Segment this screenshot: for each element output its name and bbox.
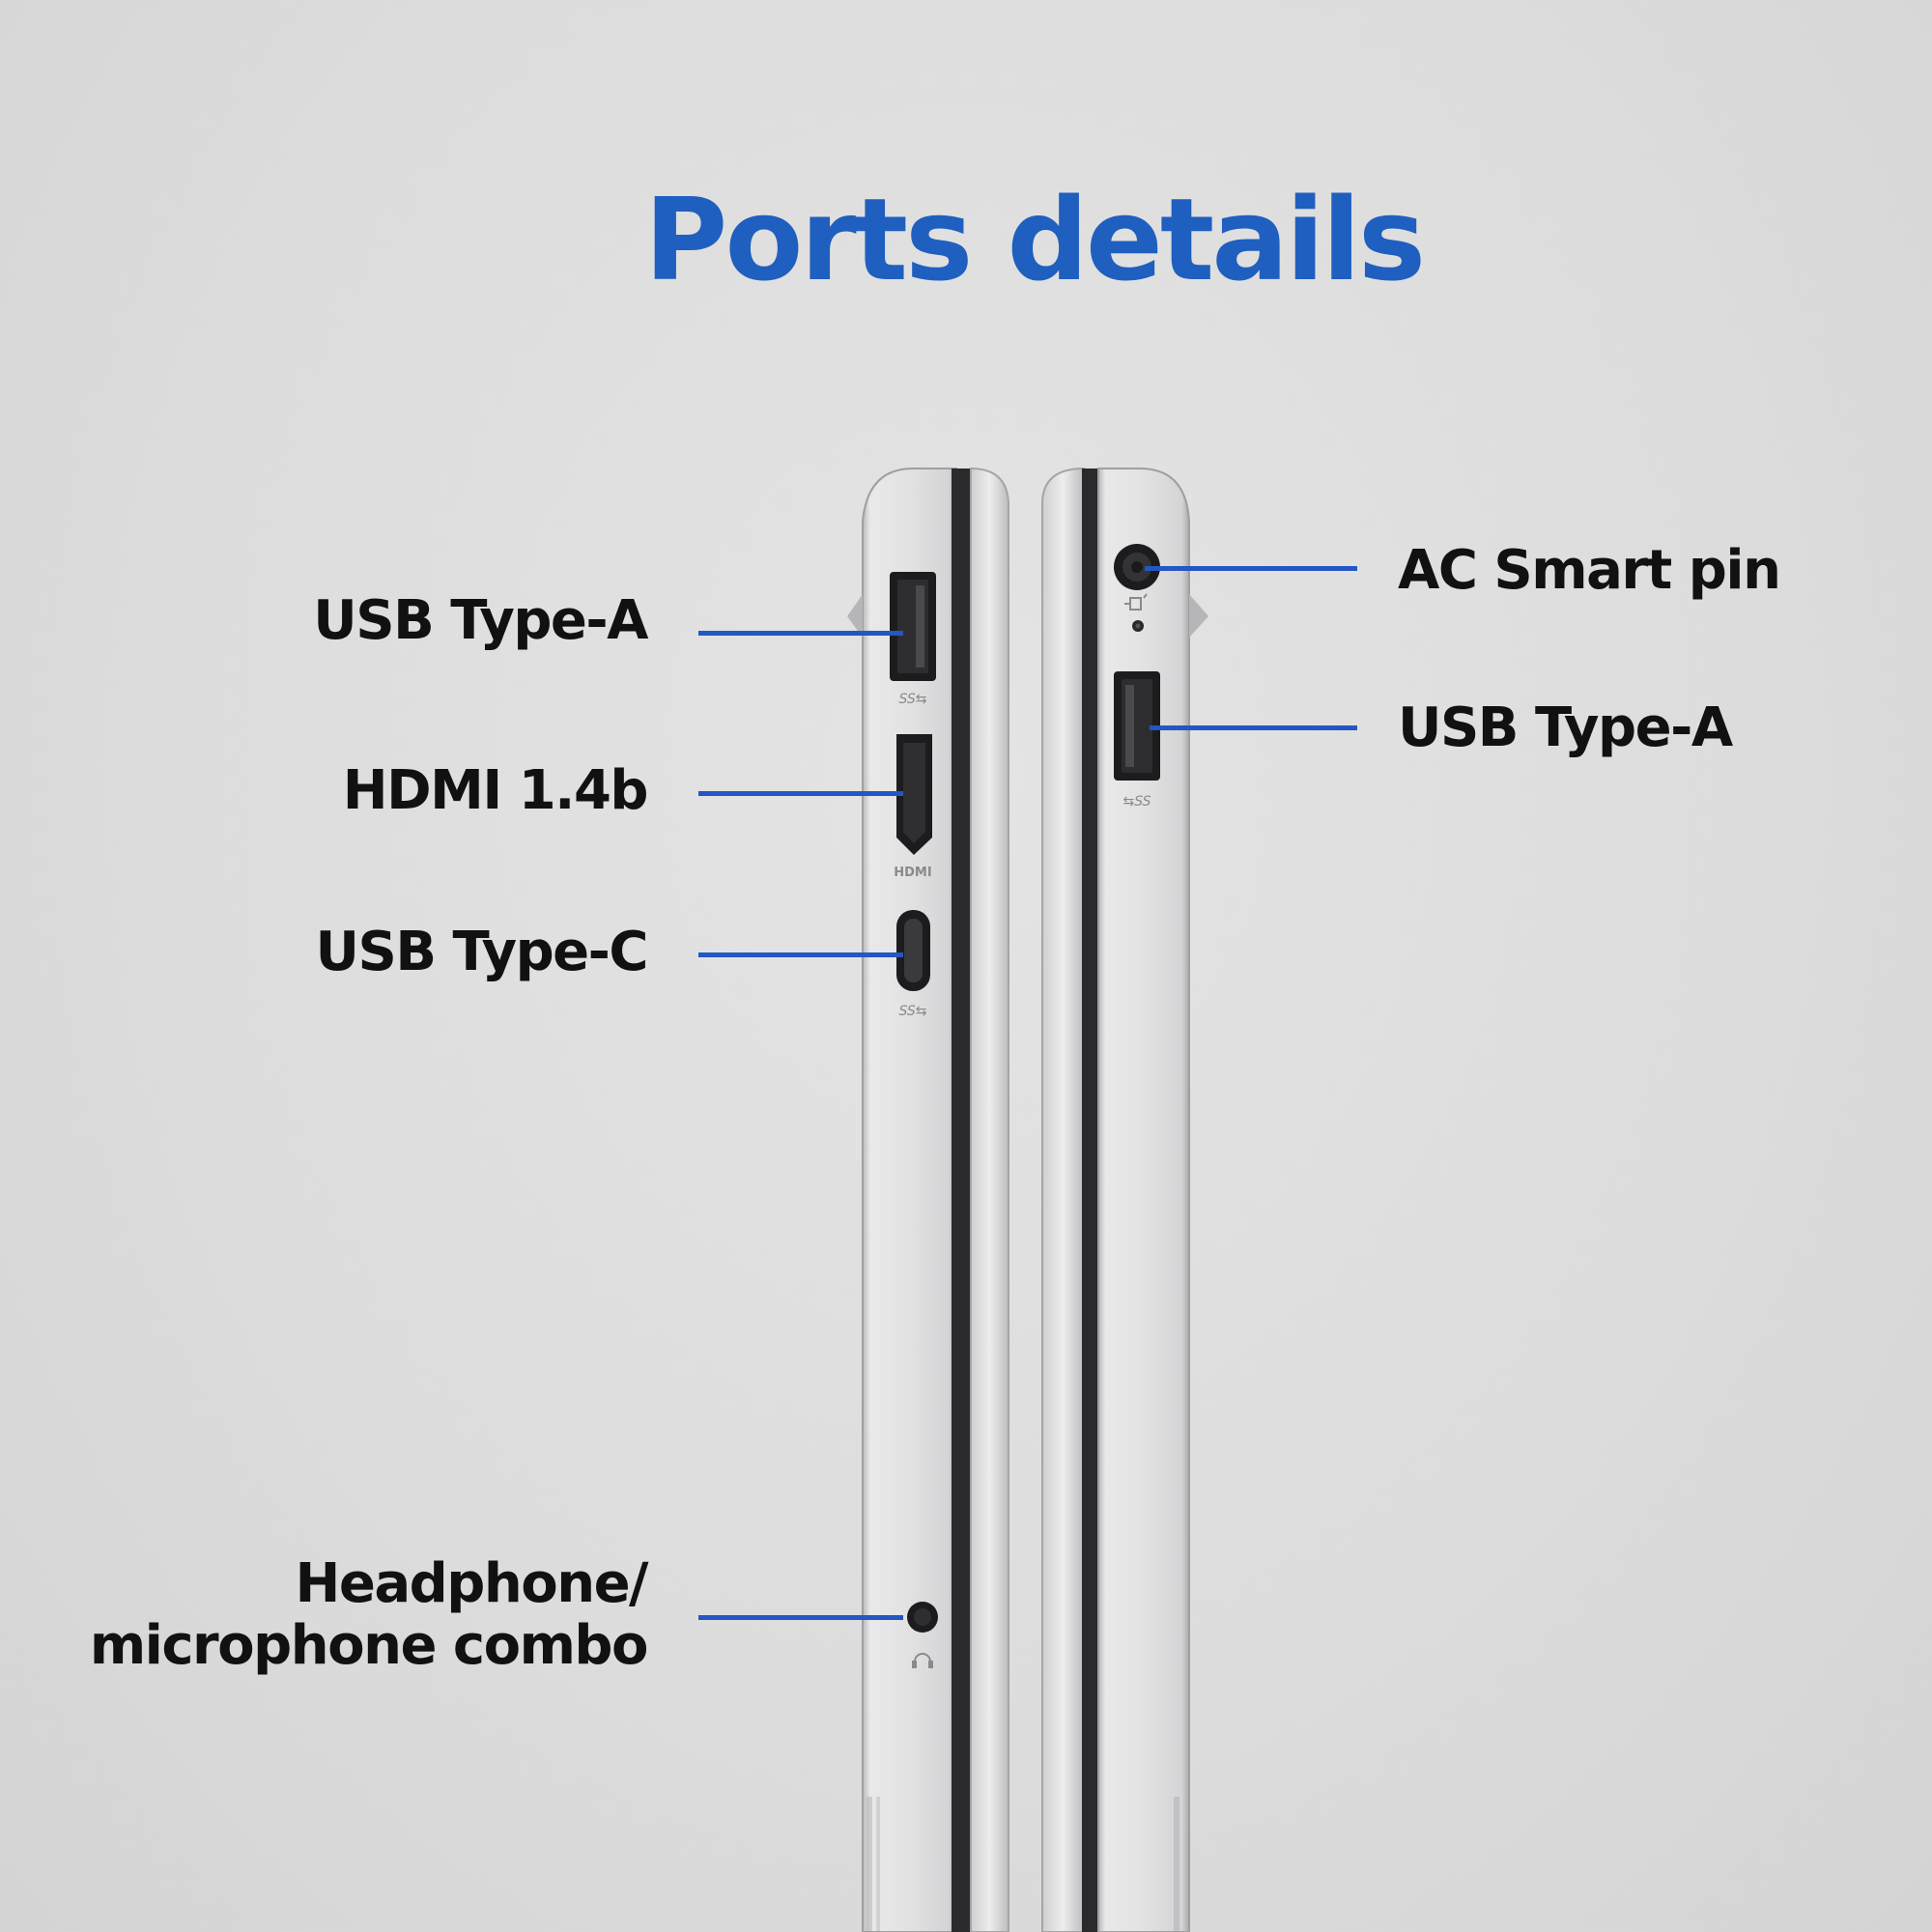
audio-jack-icon [907, 1602, 938, 1633]
label-usb-type-a-left: USB Type-A [313, 589, 648, 652]
usb-a-right-marking: ⇆SS [1122, 794, 1151, 810]
right-side-view: ⇆SS [1041, 467, 1208, 1932]
label-usb-type-a-right: USB Type-A [1398, 696, 1733, 759]
leader-line-usb-a-right [1150, 725, 1357, 730]
headset-symbol-icon [912, 1653, 933, 1668]
hdmi-port-icon [896, 734, 932, 855]
leader-line-audio [698, 1615, 903, 1620]
hdmi-marking: HDMI [894, 866, 931, 880]
label-usb-type-c: USB Type-C [315, 921, 649, 983]
usb-a-port-icon [890, 572, 936, 681]
label-headphone-mic-combo: Headphone/ microphone combo [89, 1552, 649, 1677]
label-ac-smart-pin: AC Smart pin [1398, 539, 1781, 602]
ac-power-jack-icon [1114, 544, 1160, 590]
usb-a-port-icon-right [1114, 671, 1160, 781]
vent-texture [867, 1797, 880, 1932]
power-symbol-icon [1124, 593, 1148, 611]
usb-a-left-marking: SS⇆ [898, 692, 926, 707]
usb-c-port-icon [896, 910, 930, 991]
leader-line-hdmi [698, 791, 903, 796]
leader-line-ac [1145, 566, 1357, 571]
leader-line-usb-a-left [698, 631, 903, 636]
left-side-view: SS⇆ HDMI SS⇆ [847, 467, 1009, 1932]
leader-line-usb-c [698, 952, 903, 957]
label-hdmi: HDMI 1.4b [342, 759, 649, 822]
power-led-icon [1132, 620, 1144, 632]
vent-texture-right [1174, 1797, 1179, 1932]
usb-c-marking: SS⇆ [898, 1004, 926, 1019]
page-title: Ports details [643, 173, 1426, 306]
